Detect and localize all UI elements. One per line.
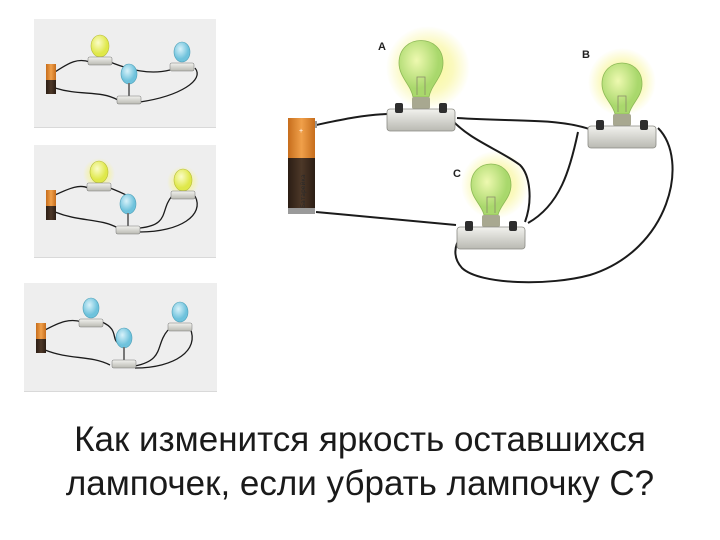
bulb-b-label: B bbox=[582, 49, 590, 61]
thumb-bulb-2 bbox=[167, 301, 193, 332]
thumbnail-circuit-1 bbox=[46, 34, 198, 105]
thumb-bulb-3 bbox=[116, 63, 142, 105]
thumb-battery bbox=[46, 190, 56, 220]
thumb-bulb-1 bbox=[83, 158, 115, 192]
thumb-wires bbox=[54, 59, 198, 103]
battery-plus-sign: + bbox=[299, 128, 303, 135]
thumb-battery bbox=[46, 64, 56, 94]
bulb-a-label: A bbox=[378, 41, 386, 53]
bulb-a bbox=[386, 40, 456, 132]
thumbnail-circuit-2 bbox=[46, 158, 199, 235]
thumb-bulb-2 bbox=[167, 166, 199, 200]
thumb-bulb-3 bbox=[111, 327, 137, 369]
question-text: Как изменится яркость оставшихся лампоче… bbox=[0, 418, 720, 506]
thumb-wires bbox=[54, 185, 198, 233]
thumb-bulb-2 bbox=[169, 41, 195, 72]
question-line-1: Как изменится яркость оставшихся bbox=[74, 420, 646, 459]
thumb-bulb-1 bbox=[87, 34, 113, 66]
thumbnail-circuit-3 bbox=[36, 297, 193, 369]
thumb-bulb-3 bbox=[115, 193, 141, 235]
question-line-2: лампочек, если убрать лампочку С? bbox=[65, 464, 655, 503]
main-circuit: Батарейка + A B bbox=[288, 26, 674, 284]
thumb-bulb-1 bbox=[78, 297, 104, 328]
main-battery: Батарейка + bbox=[288, 118, 317, 214]
battery-label: Батарейка bbox=[300, 174, 307, 208]
bulb-b bbox=[587, 62, 657, 149]
bulb-c bbox=[456, 163, 526, 250]
main-wires bbox=[315, 113, 674, 284]
bulb-c-label: C bbox=[453, 168, 461, 180]
thumb-battery bbox=[36, 323, 46, 353]
